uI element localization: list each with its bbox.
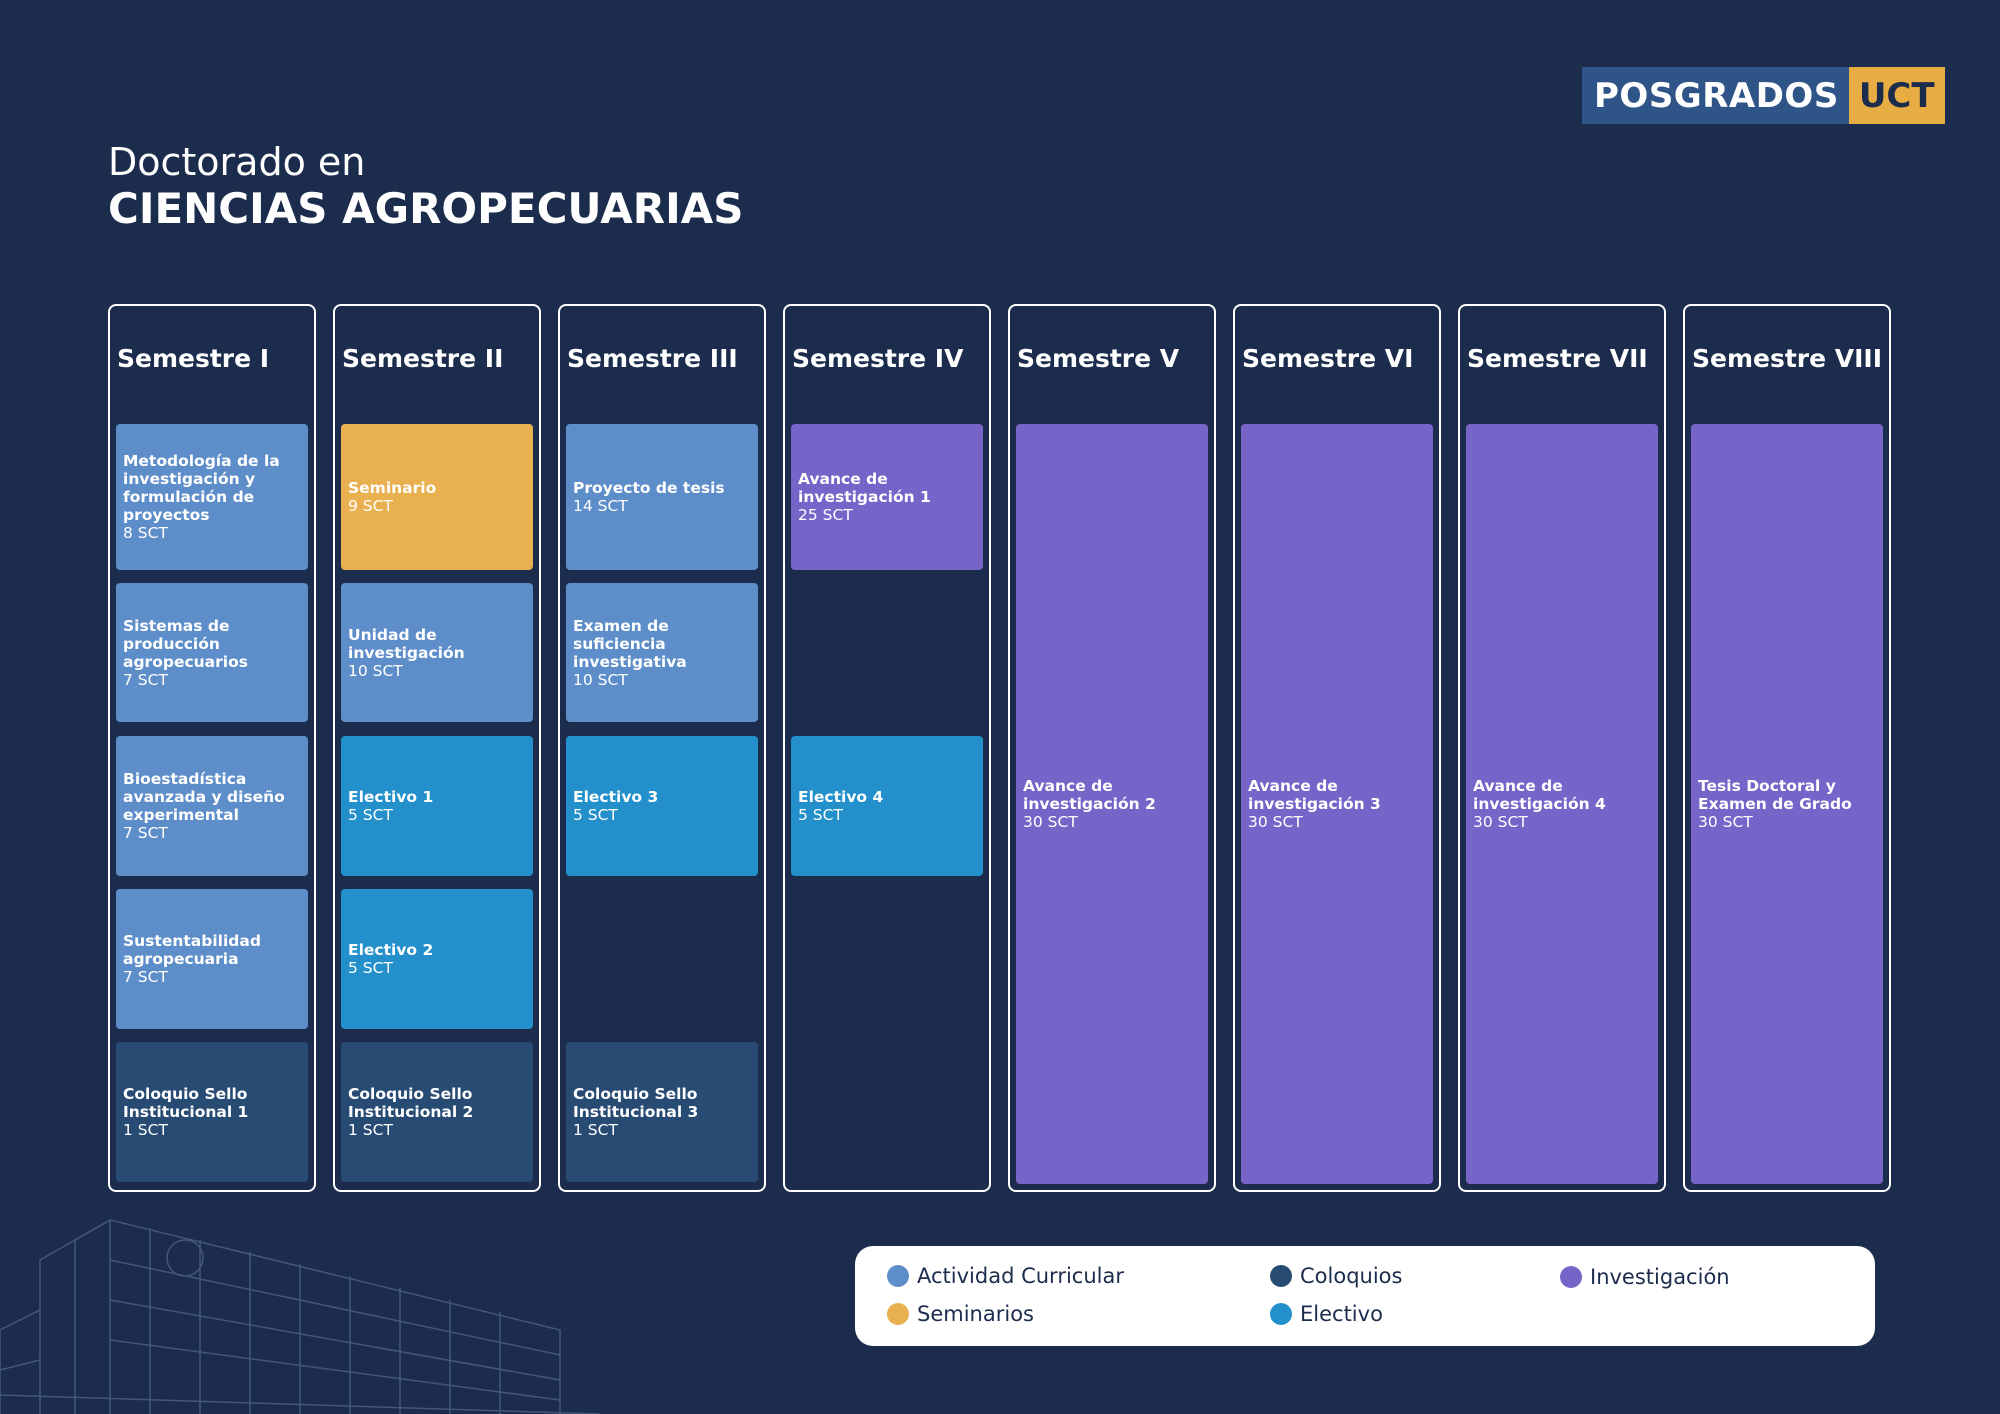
course-block: Electivo 2 5 SCT xyxy=(341,889,533,1029)
logo-main-text: POSGRADOS xyxy=(1582,67,1849,124)
course-block: Sustentabilidad agropecuaria 7 SCT xyxy=(116,889,308,1029)
course-block: Metodología de la investigación y formul… xyxy=(116,424,308,570)
course-credits: 5 SCT xyxy=(798,806,843,824)
course-credits: 5 SCT xyxy=(573,806,618,824)
course-credits: 30 SCT xyxy=(1248,813,1303,831)
legend-label: Electivo xyxy=(1300,1302,1383,1326)
semester-title: Semestre VI xyxy=(1242,344,1414,373)
course-block: Unidad de investigación 10 SCT xyxy=(341,583,533,722)
course-name: Avance de investigación 4 xyxy=(1473,777,1606,813)
course-name: Seminario xyxy=(348,479,437,497)
legend-dot xyxy=(1270,1303,1292,1325)
legend-item: Investigación xyxy=(1560,1265,1730,1289)
legend-label: Coloquios xyxy=(1300,1264,1403,1288)
course-name: Coloquio Sello Institucional 2 xyxy=(348,1085,474,1121)
course-name: Coloquio Sello Institucional 1 xyxy=(123,1085,249,1121)
course-block: Coloquio Sello Institucional 1 1 SCT xyxy=(116,1042,308,1182)
course-credits: 10 SCT xyxy=(348,661,403,680)
semester-title: Semestre VIII xyxy=(1692,344,1883,373)
logo-accent-text: UCT xyxy=(1848,67,1945,124)
course-credits: 25 SCT xyxy=(798,506,853,524)
legend: Actividad Curricular Coloquios Investiga… xyxy=(855,1246,1875,1346)
semester-column-1: Semestre I Metodología de la investigaci… xyxy=(108,304,316,1192)
course-credits: 8 SCT xyxy=(123,524,168,542)
semester-column-4: Semestre IV Avance de investigación 1 25… xyxy=(783,304,991,1192)
course-name: Avance de investigación 3 xyxy=(1248,777,1381,813)
campus-building-illustration xyxy=(0,1218,601,1414)
course-credits: 7 SCT xyxy=(123,824,168,842)
legend-label: Actividad Curricular xyxy=(917,1264,1124,1288)
course-credits: 30 SCT xyxy=(1473,813,1528,831)
course-credits: 14 SCT xyxy=(573,497,628,515)
posgrados-uct-logo: POSGRADOS UCT xyxy=(1582,67,1945,124)
program-title-prefix: Doctorado en xyxy=(108,140,366,184)
course-block: Tesis Doctoral y Examen de Grado 30 SCT xyxy=(1691,424,1883,1184)
course-name: Sustentabilidad agropecuaria xyxy=(123,932,261,968)
course-block: Electivo 3 5 SCT xyxy=(566,736,758,876)
semester-column-7: Semestre VII Avance de investigación 4 3… xyxy=(1458,304,1666,1192)
course-credits: 5 SCT xyxy=(348,806,393,824)
semester-title: Semestre II xyxy=(342,344,504,373)
legend-item: Seminarios xyxy=(887,1302,1034,1326)
legend-item: Coloquios xyxy=(1270,1264,1402,1288)
course-name: Avance de investigación 2 xyxy=(1023,777,1156,813)
course-name: Electivo 4 xyxy=(798,788,884,806)
semester-column-3: Semestre III Proyecto de tesis 14 SCT Ex… xyxy=(558,304,766,1192)
legend-label: Investigación xyxy=(1590,1265,1730,1289)
course-credits: 1 SCT xyxy=(348,1121,393,1139)
course-block: Avance de investigación 2 30 SCT xyxy=(1016,424,1208,1184)
semester-column-6: Semestre VI Avance de investigación 3 30… xyxy=(1233,304,1441,1192)
legend-dot xyxy=(887,1265,909,1287)
course-credits: 7 SCT xyxy=(123,670,168,689)
course-block: Coloquio Sello Institucional 3 1 SCT xyxy=(566,1042,758,1182)
course-block: Proyecto de tesis 14 SCT xyxy=(566,424,758,570)
legend-dot xyxy=(887,1303,909,1325)
course-block: Coloquio Sello Institucional 2 1 SCT xyxy=(341,1042,533,1182)
course-credits: 7 SCT xyxy=(123,968,168,986)
semester-title: Semestre I xyxy=(117,344,270,373)
semester-title: Semestre VII xyxy=(1467,344,1648,373)
program-title: CIENCIAS AGROPECUARIAS xyxy=(108,184,744,233)
semester-title: Semestre V xyxy=(1017,344,1180,373)
course-credits: 1 SCT xyxy=(123,1121,168,1139)
course-name: Electivo 3 xyxy=(573,788,659,806)
course-credits: 9 SCT xyxy=(348,497,393,515)
semester-column-8: Semestre VIII Tesis Doctoral y Examen de… xyxy=(1683,304,1891,1192)
semester-title: Semestre III xyxy=(567,344,738,373)
course-name: Coloquio Sello Institucional 3 xyxy=(573,1085,699,1121)
course-credits: 30 SCT xyxy=(1698,813,1753,831)
legend-item: Electivo xyxy=(1270,1302,1383,1326)
course-block: Avance de investigación 1 25 SCT xyxy=(791,424,983,570)
legend-dot xyxy=(1560,1266,1582,1288)
course-name: Metodología de la investigación y formul… xyxy=(123,452,280,524)
course-block: Seminario 9 SCT xyxy=(341,424,533,570)
course-block: Avance de investigación 3 30 SCT xyxy=(1241,424,1433,1184)
legend-label: Seminarios xyxy=(917,1302,1034,1326)
course-block: Sistemas de producción agropecuarios 7 S… xyxy=(116,583,308,722)
course-name: Tesis Doctoral y Examen de Grado xyxy=(1698,777,1852,813)
course-block: Bioestadística avanzada y diseño experim… xyxy=(116,736,308,876)
course-name: Proyecto de tesis xyxy=(573,479,725,497)
semester-column-2: Semestre II Seminario 9 SCT Unidad de in… xyxy=(333,304,541,1192)
course-name: Bioestadística avanzada y diseño experim… xyxy=(123,770,285,824)
legend-dot xyxy=(1270,1265,1292,1287)
course-name: Avance de investigación 1 xyxy=(798,470,931,506)
course-credits: 5 SCT xyxy=(348,959,393,977)
course-name: Electivo 2 xyxy=(348,941,434,959)
course-credits: 30 SCT xyxy=(1023,813,1078,831)
course-credits: 10 SCT xyxy=(573,670,628,689)
legend-item: Actividad Curricular xyxy=(887,1264,1124,1288)
course-name: Examen de suficiencia investigativa xyxy=(573,616,687,671)
course-name: Unidad de investigación xyxy=(348,625,465,662)
course-block: Electivo 1 5 SCT xyxy=(341,736,533,876)
course-block: Electivo 4 5 SCT xyxy=(791,736,983,876)
course-block: Avance de investigación 4 30 SCT xyxy=(1466,424,1658,1184)
course-name: Sistemas de producción agropecuarios xyxy=(123,616,248,671)
semester-column-5: Semestre V Avance de investigación 2 30 … xyxy=(1008,304,1216,1192)
course-block: Examen de suficiencia investigativa 10 S… xyxy=(566,583,758,722)
course-credits: 1 SCT xyxy=(573,1121,618,1139)
semester-title: Semestre IV xyxy=(792,344,964,373)
course-name: Electivo 1 xyxy=(348,788,434,806)
